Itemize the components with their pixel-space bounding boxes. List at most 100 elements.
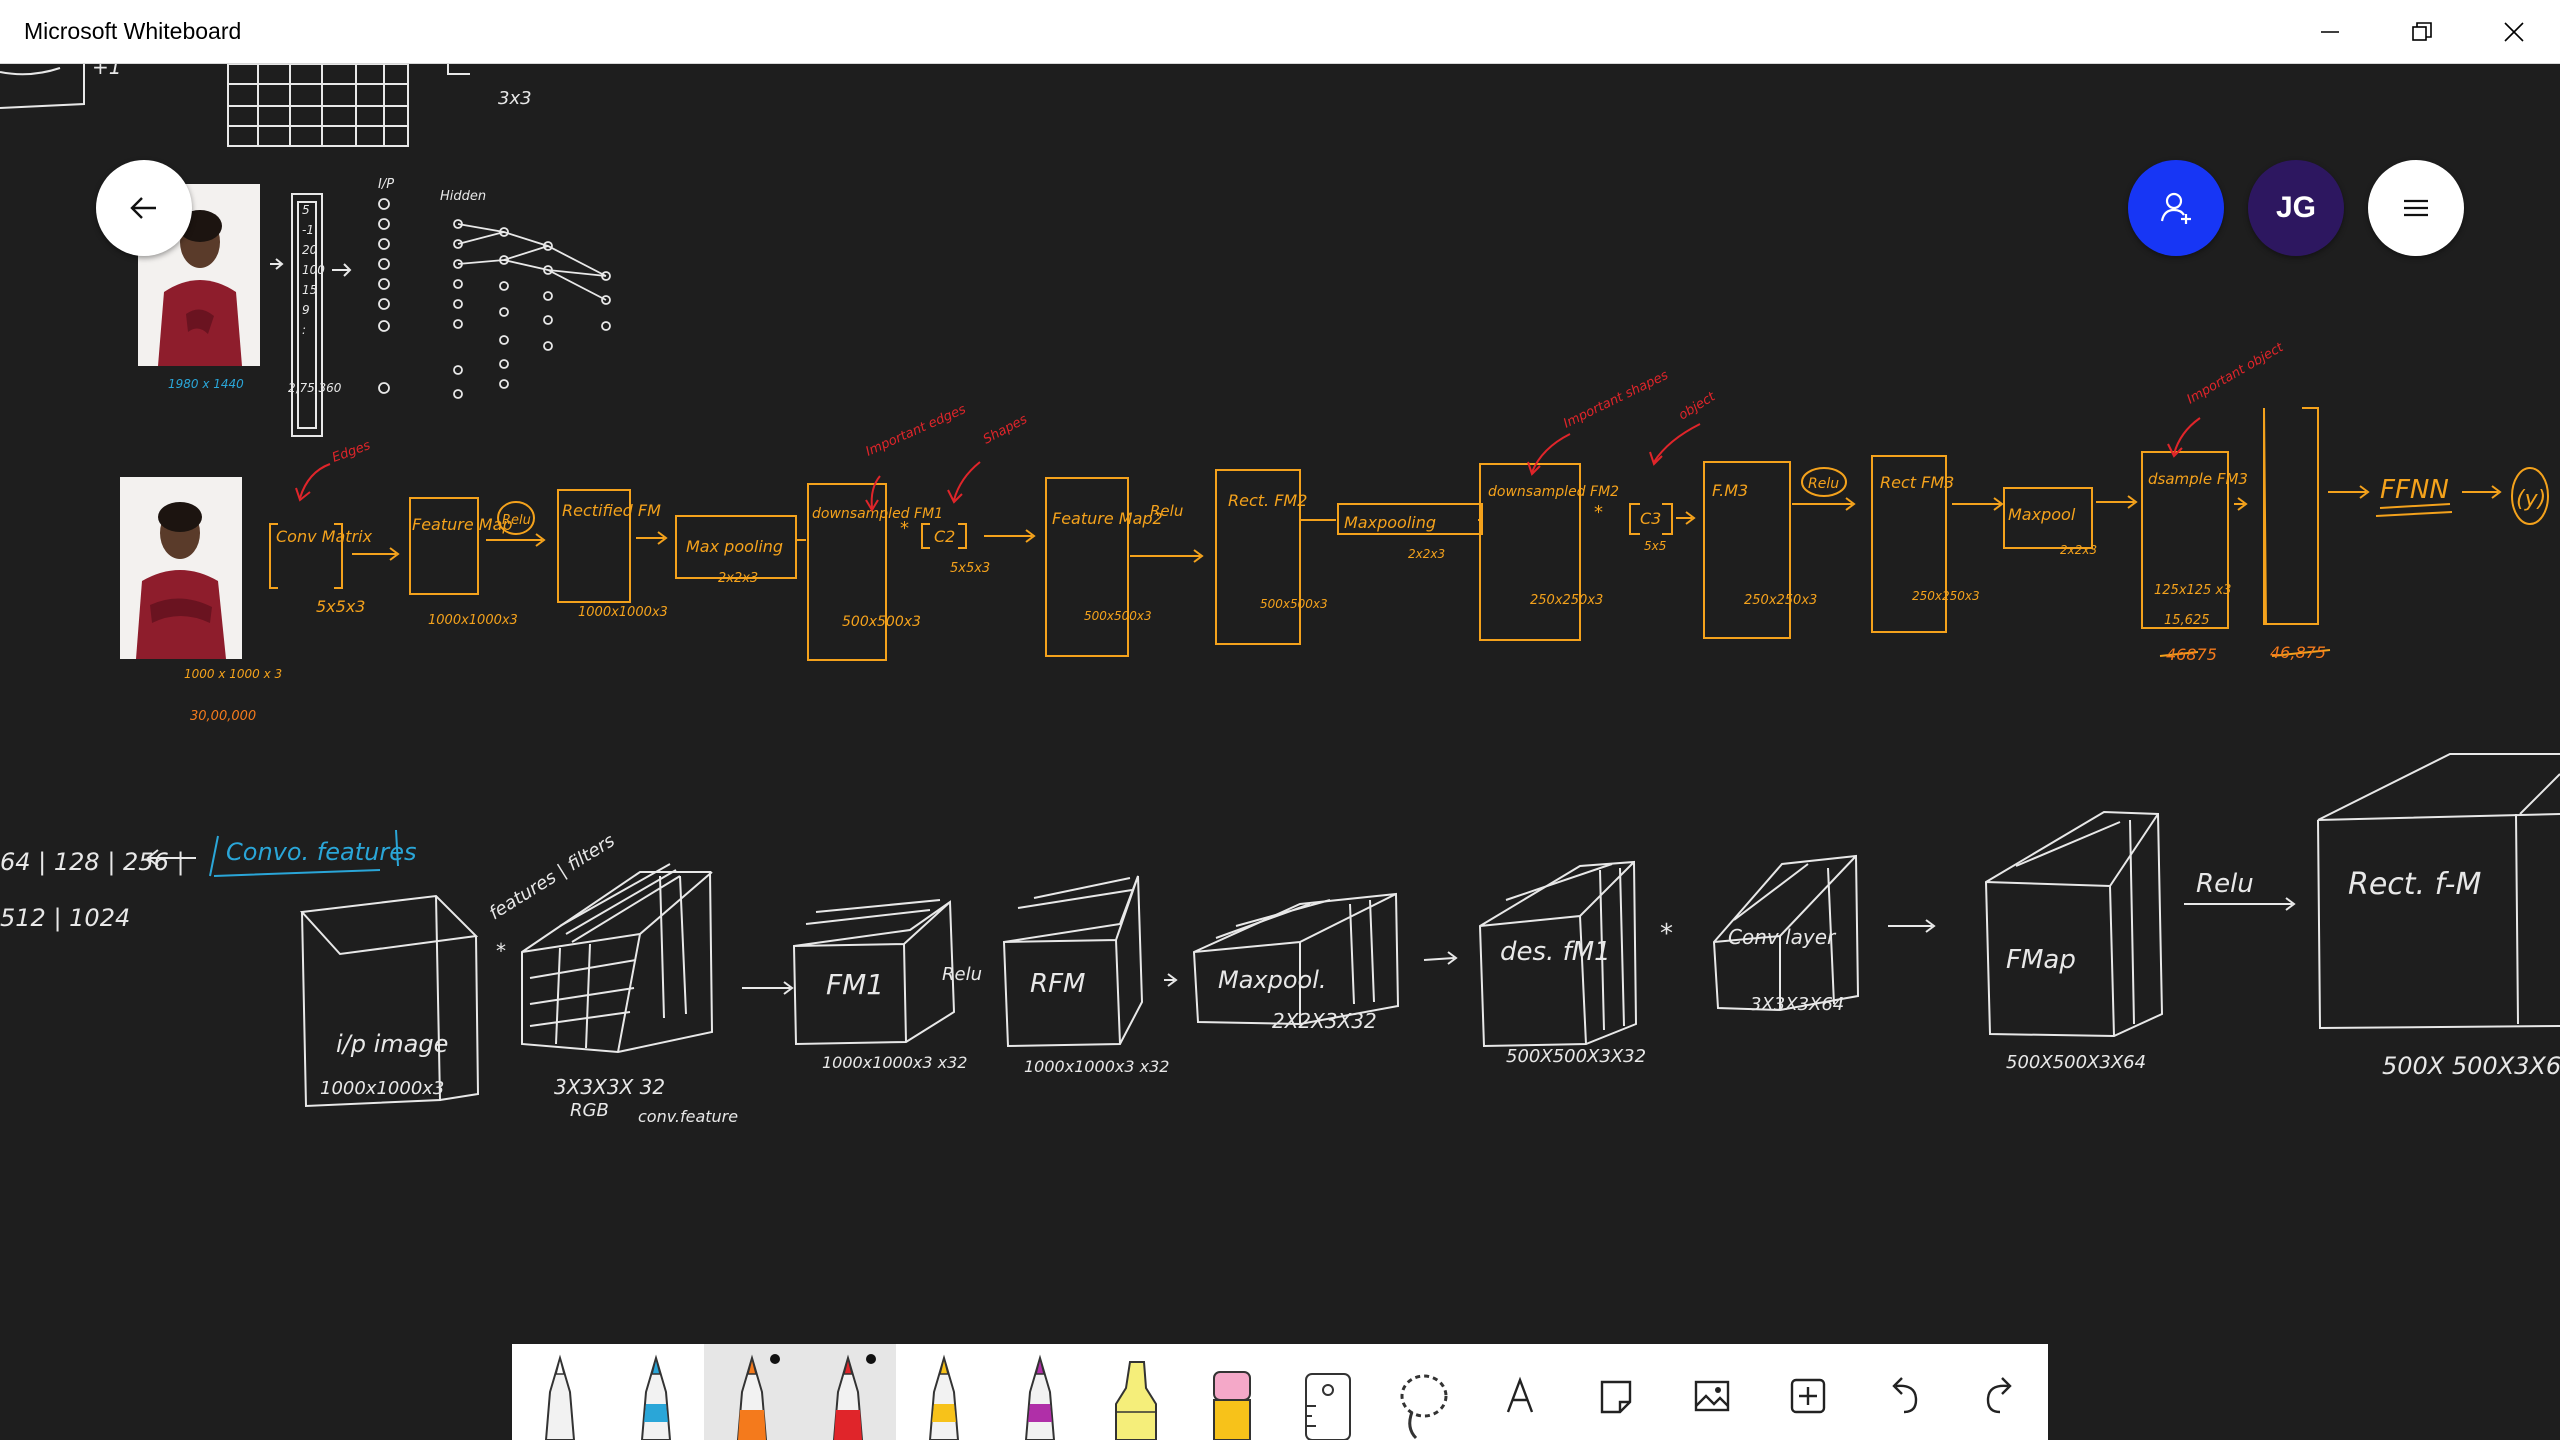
pen-orange-tool[interactable] — [704, 1344, 800, 1440]
svg-text::: : — [302, 323, 306, 337]
network-nodes — [379, 199, 610, 398]
text-icon — [1498, 1374, 1542, 1418]
note-icon — [1594, 1374, 1638, 1418]
svg-text:2X2X3X32: 2X2X3X32 — [1272, 1009, 1377, 1033]
svg-text:5x5x3: 5x5x3 — [950, 561, 990, 576]
svg-text:3X3X3X64: 3X3X3X64 — [1750, 994, 1844, 1015]
svg-text:*: * — [1660, 919, 1673, 949]
minimize-icon — [2319, 21, 2341, 43]
svg-text:Edges: Edges — [330, 438, 372, 466]
svg-text:Relu: Relu — [2196, 869, 2254, 899]
svg-text:Relu: Relu — [942, 964, 982, 985]
svg-text:500x500x3: 500x500x3 — [1260, 597, 1328, 611]
lasso-icon — [1394, 1352, 1454, 1440]
vector-size-label: 2,75,360 — [288, 381, 342, 395]
add-content-button[interactable] — [1760, 1344, 1856, 1440]
pen-red-tool[interactable] — [800, 1344, 896, 1440]
svg-text:15,625: 15,625 — [2164, 613, 2210, 628]
back-button[interactable] — [96, 160, 192, 256]
svg-text:Relu: Relu — [1808, 476, 1839, 492]
close-icon — [2503, 21, 2525, 43]
arrow-left-icon — [124, 188, 164, 228]
avatar[interactable]: JG — [2248, 160, 2344, 256]
svg-text:100: 100 — [302, 263, 325, 277]
svg-text:Maxpool.: Maxpool. — [1218, 966, 1327, 994]
svg-text:features | filters: features | filters — [486, 830, 619, 924]
svg-text:125x125 x3: 125x125 x3 — [2154, 583, 2231, 598]
restore-button[interactable] — [2376, 0, 2468, 64]
svg-text:500X500X3X32: 500X500X3X32 — [1506, 1046, 1646, 1067]
add-text-button[interactable] — [1472, 1344, 1568, 1440]
svg-text:FM1: FM1 — [826, 968, 884, 1001]
eraser-tool[interactable] — [1184, 1344, 1280, 1440]
svg-text:Important shapes: Important shapes — [1561, 368, 1671, 432]
highlighter-tool[interactable] — [1088, 1344, 1184, 1440]
selected-dot — [770, 1354, 780, 1364]
svg-text:9: 9 — [302, 303, 310, 317]
svg-text:downsampled FM1: downsampled FM1 — [812, 506, 943, 522]
restore-icon — [2411, 21, 2433, 43]
title-bar: Microsoft Whiteboard — [0, 0, 2560, 64]
svg-text:Max pooling: Max pooling — [686, 537, 783, 556]
eraser-icon — [1202, 1352, 1262, 1440]
svg-text:250x250x3: 250x250x3 — [1912, 589, 1980, 603]
svg-text:C3: C3 — [1640, 509, 1661, 528]
selected-dot — [866, 1354, 876, 1364]
ink-layer[interactable]: 3x3 +1 5-120100159: I/P Hidden 1980 x 14… — [0, 64, 2560, 1440]
svg-text:64 | 128 | 256 |: 64 | 128 | 256 | — [0, 848, 185, 876]
svg-text:Rectified FM: Rectified FM — [562, 501, 661, 520]
svg-text:dsample FM3: dsample FM3 — [2148, 470, 2248, 488]
svg-text:Feature Map: Feature Map — [412, 515, 513, 534]
svg-text:Maxpooling: Maxpooling — [1344, 513, 1436, 532]
undo-icon — [1882, 1374, 1926, 1418]
pixel-count-label: 30,00,000 — [190, 709, 256, 724]
minimize-button[interactable] — [2284, 0, 2376, 64]
svg-text:i/p image: i/p image — [336, 1030, 448, 1058]
svg-text:Important object: Important object — [2185, 340, 2287, 408]
photo-size-label: 1980 x 1440 — [168, 377, 244, 391]
svg-text:1000x1000x3: 1000x1000x3 — [428, 613, 518, 628]
whiteboard-canvas[interactable]: 3x3 +1 5-120100159: I/P Hidden 1980 x 14… — [0, 64, 2560, 1440]
count-2-label: 46875 — [2166, 645, 2217, 664]
svg-text:1000x1000x3: 1000x1000x3 — [320, 1078, 444, 1099]
svg-text:Maxpool: Maxpool — [2008, 505, 2076, 524]
redo-button[interactable] — [1952, 1344, 2048, 1440]
pen-yellow-tool[interactable] — [896, 1344, 992, 1440]
invite-button[interactable] — [2128, 160, 2224, 256]
menu-button[interactable] — [2368, 160, 2464, 256]
svg-text:RGB: RGB — [570, 1100, 609, 1121]
svg-text:250x250x3: 250x250x3 — [1744, 593, 1817, 608]
svg-text:conv.feature: conv.feature — [638, 1107, 738, 1126]
svg-text:2x2x3: 2x2x3 — [1408, 547, 1445, 561]
svg-text:500x500x3: 500x500x3 — [1084, 609, 1152, 623]
undo-button[interactable] — [1856, 1344, 1952, 1440]
svg-text:object: object — [1676, 389, 1719, 423]
svg-text:1000x1000x3 x32: 1000x1000x3 x32 — [1024, 1057, 1169, 1076]
svg-text:15: 15 — [302, 283, 317, 297]
top-grid-fragment — [0, 64, 470, 146]
svg-text:Conv Matrix: Conv Matrix — [276, 527, 373, 546]
convo-features-label: Convo. features — [226, 838, 416, 866]
svg-text:2x2x3: 2x2x3 — [2060, 543, 2097, 557]
count-3-label: 46,875 — [2270, 643, 2326, 662]
svg-text:Feature Map2: Feature Map2 — [1052, 509, 1163, 528]
lasso-tool[interactable] — [1376, 1344, 1472, 1440]
avatar-initials: JG — [2276, 191, 2316, 225]
svg-text:*: * — [496, 939, 506, 963]
cnn-sketch-lines — [148, 754, 2560, 1106]
svg-text:512 | 1024: 512 | 1024 — [0, 904, 130, 932]
close-button[interactable] — [2468, 0, 2560, 64]
add-note-button[interactable] — [1568, 1344, 1664, 1440]
svg-text:des. fM1: des. fM1 — [1500, 937, 1611, 967]
cnn-sketch-labels: 64 | 128 | 256 | 512 | 1024 i/p image 10… — [0, 830, 2560, 1126]
ruler-tool[interactable] — [1280, 1344, 1376, 1440]
insert-image-button[interactable] — [1664, 1344, 1760, 1440]
svg-text:1000x1000x3 x32: 1000x1000x3 x32 — [822, 1053, 967, 1072]
pen-white-tool[interactable] — [512, 1344, 608, 1440]
pen-purple-tool[interactable] — [992, 1344, 1088, 1440]
image-icon — [1690, 1374, 1734, 1418]
svg-text:Rect. f-M: Rect. f-M — [2348, 867, 2481, 902]
pen-blue-tool[interactable] — [608, 1344, 704, 1440]
svg-text:Conv layer: Conv layer — [1728, 925, 1837, 949]
add-person-icon — [2156, 188, 2196, 228]
